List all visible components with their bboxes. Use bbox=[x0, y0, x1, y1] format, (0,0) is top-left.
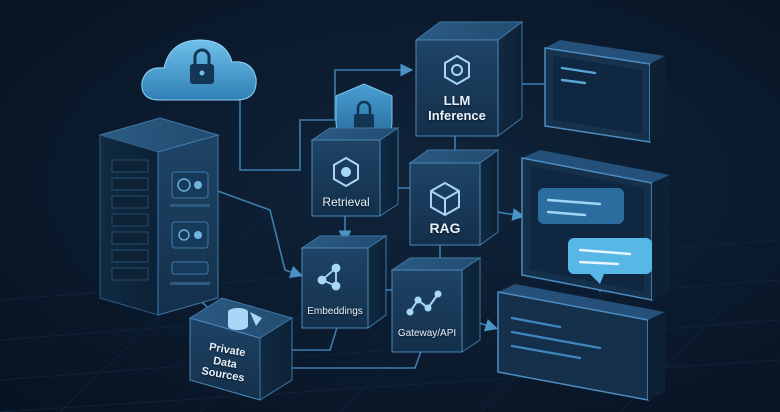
node-private-data-sources bbox=[188, 297, 294, 401]
rag-cube-icon bbox=[430, 181, 460, 217]
chat-bubble-top bbox=[538, 188, 624, 224]
label-embeddings: Embeddings bbox=[307, 306, 363, 317]
monitor-display bbox=[544, 40, 665, 143]
chat-panel bbox=[521, 150, 670, 301]
network-graph-icon bbox=[317, 263, 341, 291]
node-rag bbox=[408, 149, 500, 246]
chat-bubble-bottom bbox=[568, 238, 652, 284]
label-llm-inference: LLM Inference bbox=[428, 93, 486, 123]
node-llm-inference bbox=[414, 21, 524, 137]
connector-cloud-to-llm bbox=[205, 63, 414, 171]
llm-chip-icon bbox=[444, 54, 470, 86]
connector-datasources-to-embeddings bbox=[280, 317, 341, 351]
retrieval-hexagon-icon bbox=[333, 156, 359, 188]
output-panel bbox=[497, 284, 665, 401]
node-retrieval bbox=[310, 127, 400, 217]
label-gateway-api: Gateway/API bbox=[397, 328, 457, 339]
node-gateway-api bbox=[390, 257, 482, 353]
server-rack-icon bbox=[98, 117, 220, 316]
label-rag: RAG bbox=[429, 220, 461, 236]
connector-server-to-embeddings bbox=[214, 189, 304, 279]
cloud-lock-icon bbox=[141, 39, 257, 101]
activity-wave-icon bbox=[406, 290, 442, 316]
label-retrieval: Retrieval bbox=[322, 195, 370, 209]
node-embeddings bbox=[300, 235, 388, 329]
database-icon bbox=[228, 308, 262, 330]
